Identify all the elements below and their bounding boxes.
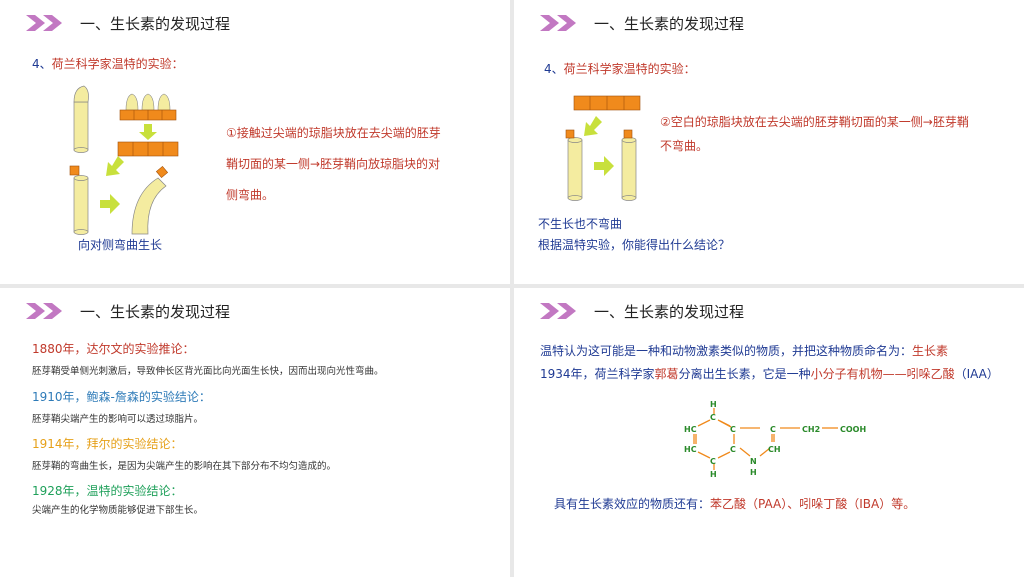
slide-4: 一、生长素的发现过程 温特认为这可能是一种和动物激素类似的物质，并把这种物质命名… xyxy=(514,288,1024,577)
control-experiment-illustration xyxy=(565,95,641,201)
heading-number: 4、 xyxy=(544,62,564,76)
experiment-illustration xyxy=(69,85,179,235)
down-left-arrow-icon xyxy=(106,156,124,176)
related-substances: 具有生长素效应的物质还有：苯乙酸（PAA）、吲哚丁酸（IBA）等。 xyxy=(554,495,915,512)
slide-title: 一、生长素的发现过程 xyxy=(594,302,745,321)
iaa-structure-diagram: H C HC C C CH2 COOH HC C CH C N H H xyxy=(684,400,866,478)
atom-label: C xyxy=(730,425,736,434)
question-text: 根据温特实验，你能得出什么结论？ xyxy=(538,238,731,252)
description-line-1: ②空白的琼脂块放在去尖端的胚芽鞘切面的某一侧→胚芽鞘 xyxy=(660,115,969,129)
right-arrow-icon xyxy=(594,156,614,176)
double-chevron-icon xyxy=(540,303,576,319)
right-arrow-icon xyxy=(100,194,120,214)
experiment-heading: 4、荷兰科学家温特的实验： xyxy=(544,60,696,77)
atom-label: C xyxy=(710,457,716,466)
coleoptile-with-tip xyxy=(73,85,89,153)
paal-title: 1914年，拜尔的实验结论： xyxy=(32,437,183,451)
slide-2: 一、生长素的发现过程 4、荷兰科学家温特的实验： ②空白的琼脂块放在去尖端的胚芽… xyxy=(514,0,1024,284)
isolation-text-2: 分离出生长素，它是一种 xyxy=(678,367,811,381)
blank-agar-blocks xyxy=(573,95,641,111)
related-text: 具有生长素效应的物质还有： xyxy=(554,497,711,511)
related-compounds: 苯乙酸（PAA）、吲哚丁酸（IBA）等。 xyxy=(710,497,916,511)
description-line-3: 侧弯曲。 xyxy=(226,188,275,202)
boysen-jensen-title: 1910年，鲍森-詹森的实验结论： xyxy=(32,390,211,404)
went-title: 1928年，温特的实验结论： xyxy=(32,484,183,498)
iaa-term: 小分子有机物——吲哚乙酸 xyxy=(810,367,955,381)
slide-header: 一、生长素的发现过程 xyxy=(26,300,230,322)
naming-text: 温特认为这可能是一种和动物激素类似的物质，并把这种物质命名为： xyxy=(540,344,913,358)
bent-coleoptile xyxy=(131,165,169,235)
darwin-title: 1880年，达尔文的实验推论： xyxy=(32,342,195,356)
slide-1: 一、生长素的发现过程 4、荷兰科学家温特的实验： xyxy=(0,0,510,284)
atom-label: HC xyxy=(684,445,697,454)
atom-label: C xyxy=(730,445,736,454)
iaa-abbrev: （IAA） xyxy=(954,367,999,381)
description-line-2: 鞘切面的某一侧→胚芽鞘向放琼脂块的对 xyxy=(226,157,441,171)
atom-label: COOH xyxy=(840,425,866,434)
boysen-jensen-body: 胚芽鞘尖端产生的影响可以透过琼脂片。 xyxy=(32,414,204,425)
agar-blocks-with-tips xyxy=(119,93,177,121)
scientist-name: 郭葛 xyxy=(654,367,679,381)
slide-3: 一、生长素的发现过程 1880年，达尔文的实验推论： 胚芽鞘受单侧光刺激后，导致… xyxy=(0,288,510,577)
darwin-body: 胚芽鞘受单侧光刺激后，导致伸长区背光面比向光面生长快，因而出现向光性弯曲。 xyxy=(32,366,384,377)
atom-label: C xyxy=(770,425,776,434)
isolation-text-1: 1934年，荷兰科学家 xyxy=(540,367,655,381)
atom-label: C xyxy=(710,413,716,422)
description-line-2: 不弯曲。 xyxy=(660,139,709,153)
heading-text: 荷兰科学家温特的实验： xyxy=(51,57,184,71)
illustration-caption: 向对侧弯曲生长 xyxy=(78,238,163,252)
double-chevron-icon xyxy=(540,15,576,31)
atom-label: H xyxy=(710,470,717,478)
molecule-bonds xyxy=(693,408,838,470)
down-arrow-icon xyxy=(139,124,157,140)
isolation-statement: 1934年，荷兰科学家郭葛分离出生长素，它是一种小分子有机物——吲哚乙酸（IAA… xyxy=(540,365,999,382)
went-body: 尖端产生的化学物质能够促进下部生长。 xyxy=(32,505,204,516)
agar-blocks xyxy=(117,141,179,157)
atom-label: H xyxy=(750,468,757,477)
down-left-arrow-icon xyxy=(584,116,602,136)
decapitated-coleoptile-with-agar xyxy=(69,165,89,235)
result-text: 不生长也不弯曲 xyxy=(538,217,623,231)
naming-statement: 温特认为这可能是一种和动物激素类似的物质，并把这种物质命名为：生长素 xyxy=(540,342,948,359)
slide-header: 一、生长素的发现过程 xyxy=(540,12,744,34)
double-chevron-icon xyxy=(26,303,62,319)
experiment-heading: 4、荷兰科学家温特的实验： xyxy=(32,55,184,72)
slide-title: 一、生长素的发现过程 xyxy=(80,302,231,321)
atom-label: N xyxy=(750,457,757,466)
coleoptile-with-blank-agar xyxy=(565,129,583,201)
auxin-term: 生长素 xyxy=(912,344,949,358)
atom-label: CH2 xyxy=(802,425,820,434)
slide-header: 一、生长素的发现过程 xyxy=(26,12,230,34)
paal-body: 胚芽鞘的弯曲生长，是因为尖端产生的影响在其下部分布不均匀造成的。 xyxy=(32,461,337,472)
description-line-1: ①接触过尖端的琼脂块放在去尖端的胚芽 xyxy=(226,126,441,140)
heading-text: 荷兰科学家温特的实验： xyxy=(563,62,696,76)
double-chevron-icon xyxy=(26,15,62,31)
slide-title: 一、生长素的发现过程 xyxy=(80,14,231,33)
straight-coleoptile xyxy=(621,129,637,201)
molecule-atoms: H C HC C C CH2 COOH HC C CH C N H H xyxy=(684,400,866,478)
slide-title: 一、生长素的发现过程 xyxy=(594,14,745,33)
heading-number: 4、 xyxy=(32,57,52,71)
atom-label: H xyxy=(710,400,717,409)
atom-label: HC xyxy=(684,425,697,434)
slide-header: 一、生长素的发现过程 xyxy=(540,300,744,322)
atom-label: CH xyxy=(768,445,781,454)
